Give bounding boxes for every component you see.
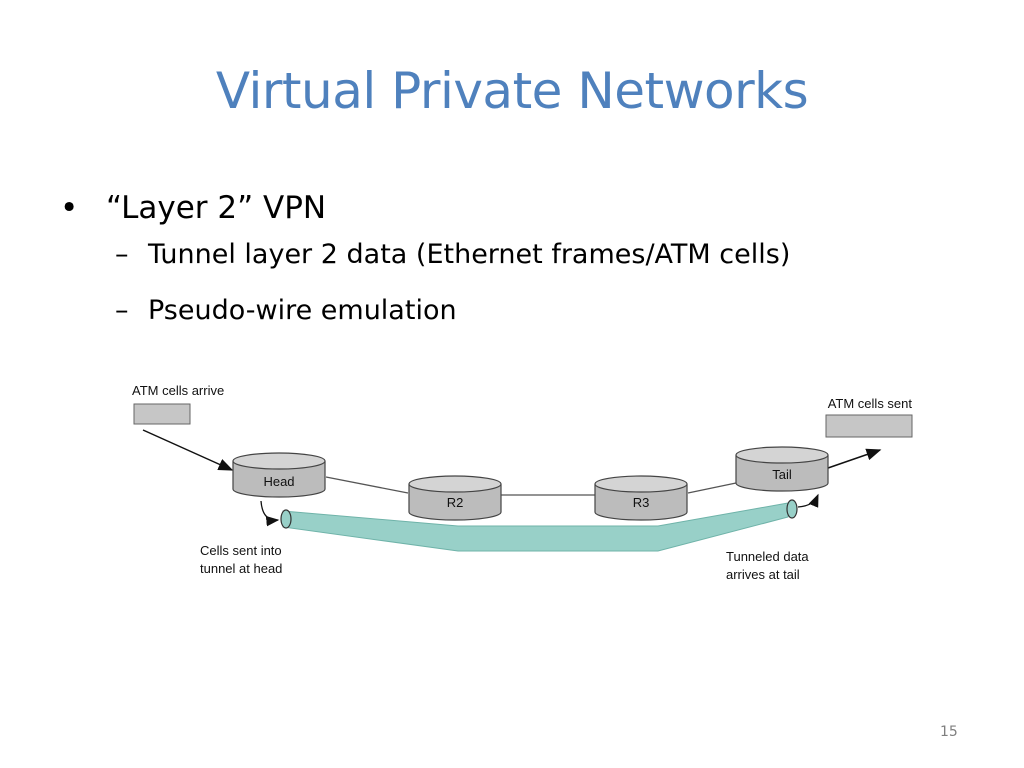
- tunnel-entry-icon: [280, 509, 292, 529]
- label-cells-into-1: Cells sent into: [200, 543, 282, 558]
- dash-icon: –: [115, 239, 129, 270]
- label-tunneled-2: arrives at tail: [726, 567, 800, 582]
- router-label: Tail: [772, 467, 792, 482]
- router-label: Head: [263, 474, 294, 489]
- sent-arrow: [827, 448, 882, 469]
- atm-output-box: [825, 414, 913, 438]
- label-cells-sent: ATM cells sent: [828, 396, 913, 411]
- label-tunneled-1: Tunneled data: [726, 549, 809, 564]
- sub-bullet-text: Tunnel layer 2 data (Ethernet frames/ATM…: [148, 239, 791, 270]
- label-cells-into-2: tunnel at head: [200, 561, 282, 576]
- router-label: R3: [633, 495, 650, 510]
- tunnel-exit-icon: [786, 499, 798, 519]
- bullet-text: “Layer 2” VPN: [106, 190, 327, 226]
- router-links: [325, 476, 737, 496]
- sub-bullet-item: – Tunnel layer 2 data (Ethernet frames/A…: [60, 234, 980, 290]
- tunnel-band: [282, 502, 789, 552]
- sub-bullet-text: Pseudo-wire emulation: [148, 295, 457, 326]
- head-to-tunnel-arrow: [260, 500, 280, 527]
- atm-input-box: [133, 403, 191, 425]
- router-r3: R3: [594, 475, 688, 521]
- bullet-dot-icon: •: [60, 190, 79, 226]
- dash-icon: –: [115, 295, 129, 326]
- sub-bullet-item: – Pseudo-wire emulation: [60, 290, 980, 346]
- tunnel-to-tail-arrow: [797, 493, 819, 508]
- bullet-item: • “Layer 2” VPN: [60, 190, 980, 234]
- router-head: Head: [232, 452, 326, 498]
- router-r2: R2: [408, 475, 502, 521]
- vpn-tunnel-diagram: Head R2 R3 Tail ATM cells arrive ATM cel…: [132, 383, 913, 582]
- page-number: 15: [940, 724, 958, 740]
- router-label: R2: [447, 495, 464, 510]
- slide-title: Virtual Private Networks: [215, 62, 809, 120]
- bullet-list: • “Layer 2” VPN – Tunnel layer 2 data (E…: [60, 190, 980, 346]
- router-tail: Tail: [735, 446, 829, 492]
- arrive-arrow: [142, 429, 234, 471]
- label-cells-arrive: ATM cells arrive: [132, 383, 224, 398]
